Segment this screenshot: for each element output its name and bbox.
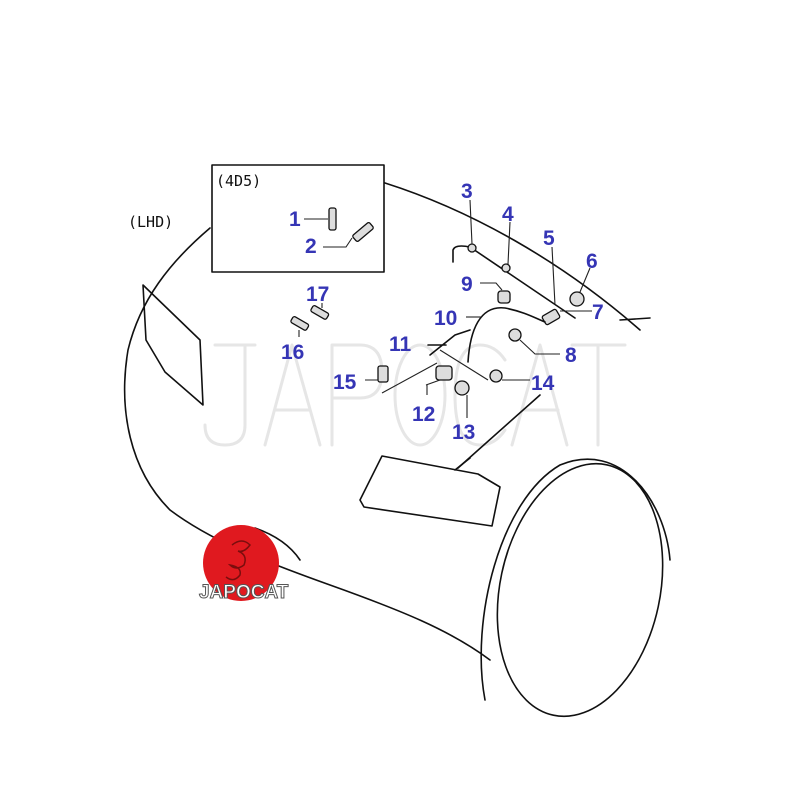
part-10-hose bbox=[467, 307, 546, 363]
callout-14: 14 bbox=[531, 372, 555, 395]
callout-15: 15 bbox=[333, 371, 357, 394]
callout-8: 8 bbox=[565, 344, 577, 367]
part-17-nozzle bbox=[310, 304, 330, 320]
callout-3: 3 bbox=[461, 180, 473, 203]
logo-cat-icon bbox=[225, 540, 251, 581]
part-16-nozzle bbox=[290, 315, 310, 331]
grille-opening bbox=[359, 455, 501, 527]
inset-box bbox=[211, 164, 385, 273]
part-8-grommet bbox=[508, 328, 522, 342]
callout-6: 6 bbox=[586, 250, 598, 273]
callouts: 1 2 3 4 5 6 7 8 9 10 11 12 13 14 15 16 1… bbox=[281, 180, 604, 444]
watermark bbox=[203, 343, 627, 447]
logo-text: JAPOCAT bbox=[199, 582, 289, 603]
tire-outline bbox=[496, 462, 664, 718]
callout-10: 10 bbox=[434, 307, 457, 330]
headlight-outline bbox=[142, 284, 204, 406]
callout-12: 12 bbox=[412, 403, 435, 426]
callout-5: 5 bbox=[543, 227, 555, 250]
part-6-cap bbox=[569, 291, 585, 307]
part-7-joint bbox=[541, 308, 561, 326]
callout-11: 11 bbox=[389, 333, 412, 356]
part-15-bolt bbox=[377, 365, 389, 383]
part-1-nozzle bbox=[328, 207, 337, 231]
callout-2: 2 bbox=[305, 235, 317, 258]
logo-red-circle bbox=[203, 525, 279, 601]
callout-7: 7 bbox=[592, 301, 604, 324]
inset-label: (4D5) bbox=[216, 172, 261, 190]
callout-17: 17 bbox=[306, 283, 329, 306]
region-label: (LHD) bbox=[128, 213, 173, 231]
callout-4: 4 bbox=[502, 203, 514, 226]
part-14-screw bbox=[489, 369, 503, 383]
part-3-clip bbox=[467, 243, 477, 253]
callout-1: 1 bbox=[289, 208, 301, 231]
part-4-clip bbox=[501, 263, 511, 273]
parts bbox=[290, 199, 592, 418]
part-12-pump bbox=[435, 365, 453, 381]
callout-16: 16 bbox=[281, 341, 304, 364]
callout-13: 13 bbox=[452, 421, 475, 444]
callout-9: 9 bbox=[461, 273, 473, 296]
part-13-screw bbox=[454, 380, 470, 396]
car-body-outline bbox=[123, 182, 671, 718]
part-11-hose bbox=[427, 329, 471, 356]
japocat-logo: JAPOCAT bbox=[199, 525, 289, 604]
part-2-nozzle bbox=[352, 222, 374, 242]
part-9-grommet bbox=[497, 290, 511, 304]
